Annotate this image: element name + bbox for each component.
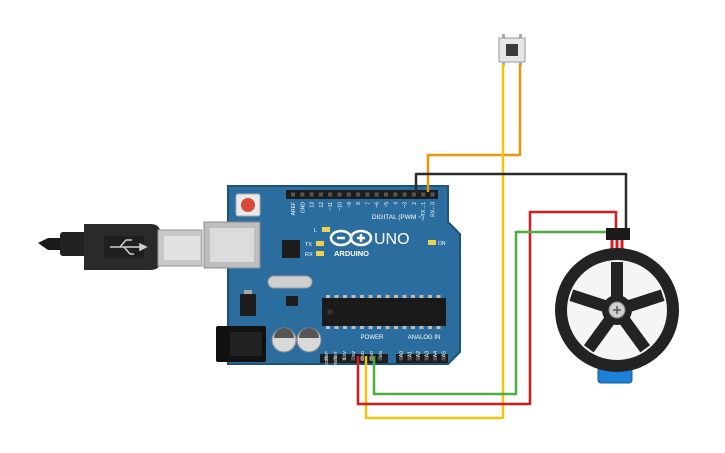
pin-label: 3.3V bbox=[342, 351, 347, 360]
status-leds: L TX RX ON bbox=[305, 227, 446, 258]
header-pin[interactable] bbox=[416, 356, 420, 361]
pin-label: 4 bbox=[393, 202, 399, 205]
pin-label: 7 bbox=[365, 202, 371, 205]
pin-label: ~5 bbox=[384, 202, 390, 208]
header-pin[interactable] bbox=[378, 356, 382, 361]
header-pin[interactable] bbox=[324, 356, 328, 361]
pin-label: 8 bbox=[356, 202, 362, 205]
pin-label: 2 bbox=[412, 202, 418, 205]
pin-label: GND bbox=[360, 350, 365, 361]
header-pin[interactable] bbox=[328, 192, 333, 197]
header-pin[interactable] bbox=[291, 192, 295, 197]
svg-text:TX: TX bbox=[305, 242, 312, 248]
power-jack bbox=[216, 326, 266, 362]
header-pin[interactable] bbox=[421, 192, 426, 197]
pin-label: 12 bbox=[319, 202, 325, 208]
servo-wheel[interactable] bbox=[555, 248, 679, 372]
analog-label: ANALOG IN bbox=[408, 335, 441, 341]
header-pin[interactable] bbox=[309, 192, 314, 197]
header-pin[interactable] bbox=[441, 356, 446, 361]
header-pin[interactable] bbox=[433, 356, 437, 361]
pin-label: A4 bbox=[433, 351, 439, 357]
servo-motor[interactable] bbox=[555, 228, 679, 384]
pin-label: A0 bbox=[399, 351, 405, 357]
svg-text:ON: ON bbox=[438, 241, 446, 247]
pin-label: RESET bbox=[333, 351, 338, 366]
brand-label: ARDUINO bbox=[334, 249, 369, 258]
pin-label: ~10 bbox=[338, 202, 344, 211]
header-pin[interactable] bbox=[424, 356, 429, 361]
header-pin[interactable] bbox=[337, 192, 342, 197]
header-pin[interactable] bbox=[430, 192, 435, 197]
header-pin[interactable] bbox=[407, 356, 412, 361]
power-label: POWER bbox=[361, 335, 384, 341]
header-pin[interactable] bbox=[402, 192, 407, 197]
header-pin[interactable] bbox=[411, 192, 416, 197]
header-pin[interactable] bbox=[346, 192, 351, 197]
pin-label: A3 bbox=[425, 351, 431, 357]
pin-label: GND bbox=[369, 350, 374, 361]
model-label: UNO bbox=[374, 231, 410, 248]
header-pin[interactable] bbox=[365, 192, 370, 197]
power-header[interactable]: IOREF RESET 3.3V 5V GND GND Vin POWER bbox=[320, 335, 388, 366]
header-pin[interactable] bbox=[300, 192, 305, 197]
header-pin[interactable] bbox=[351, 356, 355, 361]
pin-label: 13 bbox=[310, 202, 316, 208]
svg-text:RX: RX bbox=[305, 252, 313, 258]
arduino-infinity-logo-icon bbox=[329, 229, 373, 247]
regulator bbox=[240, 294, 256, 316]
pin-label: AREF bbox=[291, 202, 297, 215]
wire-black bbox=[414, 172, 628, 230]
pin-label: IOREF bbox=[324, 351, 329, 365]
header-pin[interactable] bbox=[384, 192, 388, 197]
wire-yellow bbox=[364, 64, 505, 420]
header-pin[interactable] bbox=[393, 192, 398, 197]
pushbutton[interactable] bbox=[498, 34, 526, 66]
pin-label: A5 bbox=[442, 351, 448, 357]
usb-icon bbox=[110, 239, 148, 255]
header-pin[interactable] bbox=[369, 356, 373, 361]
pin-label: A1 bbox=[408, 351, 414, 357]
pin-label: RX←0 bbox=[431, 202, 437, 217]
header-pin[interactable] bbox=[318, 192, 323, 197]
pin-label: TX→1 bbox=[421, 202, 427, 216]
crystal bbox=[267, 275, 313, 289]
pin-label: ~9 bbox=[347, 202, 353, 208]
svg-text:L: L bbox=[314, 228, 317, 234]
pin-label: GND bbox=[300, 202, 306, 214]
pin-label: ~11 bbox=[328, 202, 334, 210]
pin-label: 5V bbox=[351, 351, 356, 357]
capacitors bbox=[271, 327, 322, 353]
pin-label: ~3 bbox=[403, 202, 409, 208]
header-pin[interactable] bbox=[360, 356, 364, 361]
header-pin[interactable] bbox=[333, 356, 337, 361]
reset-button[interactable] bbox=[235, 193, 261, 217]
digital-label: DIGITAL (PWM ~) bbox=[372, 214, 424, 221]
usb-cable bbox=[38, 224, 203, 270]
pin-label: Vin bbox=[378, 351, 383, 358]
wire-red bbox=[356, 210, 618, 406]
pin-label: A2 bbox=[416, 351, 422, 357]
atmega-chip bbox=[322, 295, 446, 329]
header-pin[interactable] bbox=[399, 356, 403, 361]
usb-chip bbox=[282, 240, 300, 258]
header-pin[interactable] bbox=[356, 192, 361, 197]
header-pin[interactable] bbox=[374, 192, 379, 197]
header-pin[interactable] bbox=[342, 356, 346, 361]
pin-label: ~6 bbox=[375, 202, 381, 208]
